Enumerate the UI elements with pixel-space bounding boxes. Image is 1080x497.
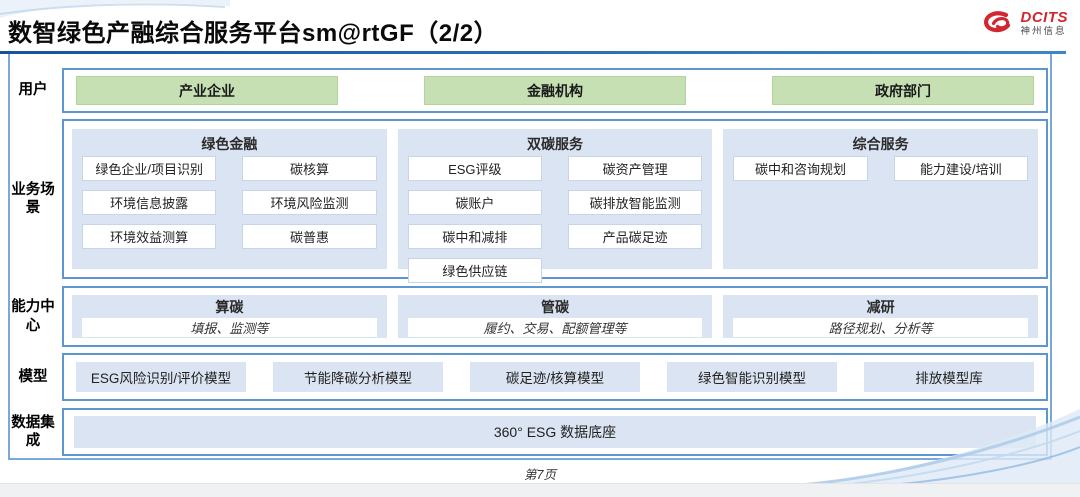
capability-title: 减研 [866,299,895,315]
row-label-scenarios: 业务场景 [11,181,55,216]
logo-text: DCITS 神州信息 [1021,10,1069,37]
capability-reduction-research: 减研 路径规划、分析等 [723,295,1039,338]
user-group-industry: 产业企业 [76,76,338,105]
data-foundation-item: 360° ESG 数据底座 [74,416,1036,448]
model-item: 排放模型库 [864,362,1034,392]
model-item: ESG风险识别/评价模型 [76,362,246,392]
company-logo: DCITS 神州信息 [980,9,1069,37]
scenario-item-grid: 绿色企业/项目识别 碳核算 环境信息披露 环境风险监测 环境效益测算 碳普惠 [82,156,377,249]
scenario-item: 碳中和咨询规划 [733,156,868,181]
scenario-item: 碳中和减排 [407,224,542,249]
scenario-item-grid: 碳中和咨询规划 能力建设/培训 [733,156,1029,181]
scenario-item: 绿色供应链 [407,258,542,283]
scenario-column-title: 双碳服务 [527,136,583,152]
row-label-models: 模型 [18,368,48,385]
scenario-item: 能力建设/培训 [893,156,1029,181]
data-integration-row: 360° ESG 数据底座 [62,408,1048,456]
dcits-logo-icon [983,11,1010,33]
logo-brand: DCITS [1020,8,1068,26]
scenario-item: 环境风险监测 [242,190,377,215]
scenario-column-comprehensive: 综合服务 碳中和咨询规划 能力建设/培训 [723,129,1039,269]
scenario-item: 碳核算 [242,156,377,181]
page-title: 数智绿色产融综合服务平台sm@rtGF（2/2） [8,20,499,47]
logo-subbrand: 神州信息 [1020,25,1067,37]
capability-description: 路径规划、分析等 [733,318,1029,337]
scenario-item: 绿色企业/项目识别 [82,156,217,181]
model-item: 绿色智能识别模型 [667,362,837,392]
scenario-item-grid: ESG评级 碳资产管理 碳账户 碳排放智能监测 碳中和减排 产品碳足迹 绿色供应… [407,156,703,283]
row-label-users: 用户 [18,82,48,99]
scenarios-row: 绿色金融 绿色企业/项目识别 碳核算 环境信息披露 环境风险监测 环境效益测算 … [62,119,1048,283]
row-label-capabilities: 能力中心 [11,299,55,334]
row-label-data-integration: 数据集成 [11,414,55,449]
scenario-column-title: 绿色金融 [201,136,258,152]
scenario-column-green-finance: 绿色金融 绿色企业/项目识别 碳核算 环境信息披露 环境风险监测 环境效益测算 … [72,129,387,269]
diagram-frame [8,54,1052,460]
scenario-item: 产品碳足迹 [568,224,703,249]
scenario-column-dual-carbon: 双碳服务 ESG评级 碳资产管理 碳账户 碳排放智能监测 碳中和减排 产品碳足迹… [397,129,713,283]
scenario-item: 碳资产管理 [568,156,703,181]
scenario-item: 碳普惠 [242,224,377,249]
scenario-item: 环境信息披露 [82,190,217,215]
header-divider [0,51,1066,54]
capability-carbon-accounting: 算碳 填报、监测等 [72,295,387,338]
capabilities-row: 算碳 填报、监测等 管碳 履约、交易、配额管理等 减研 路径规划、分析等 [62,286,1048,347]
capability-description: 履约、交易、配额管理等 [407,318,703,337]
scenario-item: ESG评级 [407,156,542,181]
model-item: 节能降碳分析模型 [273,362,443,392]
capability-title: 算碳 [215,299,244,315]
scenario-item: 环境效益测算 [82,224,217,249]
models-row: ESG风险识别/评价模型 节能降碳分析模型 碳足迹/核算模型 绿色智能识别模型 … [62,353,1048,401]
capability-description: 填报、监测等 [82,318,377,337]
scenario-item: 碳账户 [407,190,542,215]
bottom-strip [0,483,1080,497]
user-group-government: 政府部门 [772,76,1034,105]
users-row: 产业企业 金融机构 政府部门 [62,68,1048,113]
scenario-item: 碳排放智能监测 [568,190,703,215]
user-group-finance: 金融机构 [424,76,686,105]
capability-carbon-management: 管碳 履约、交易、配额管理等 [397,295,713,338]
scenario-column-title: 综合服务 [852,136,909,152]
model-item: 碳足迹/核算模型 [470,362,640,392]
page-number: 第7页 [524,468,556,482]
capability-title: 管碳 [541,299,569,315]
